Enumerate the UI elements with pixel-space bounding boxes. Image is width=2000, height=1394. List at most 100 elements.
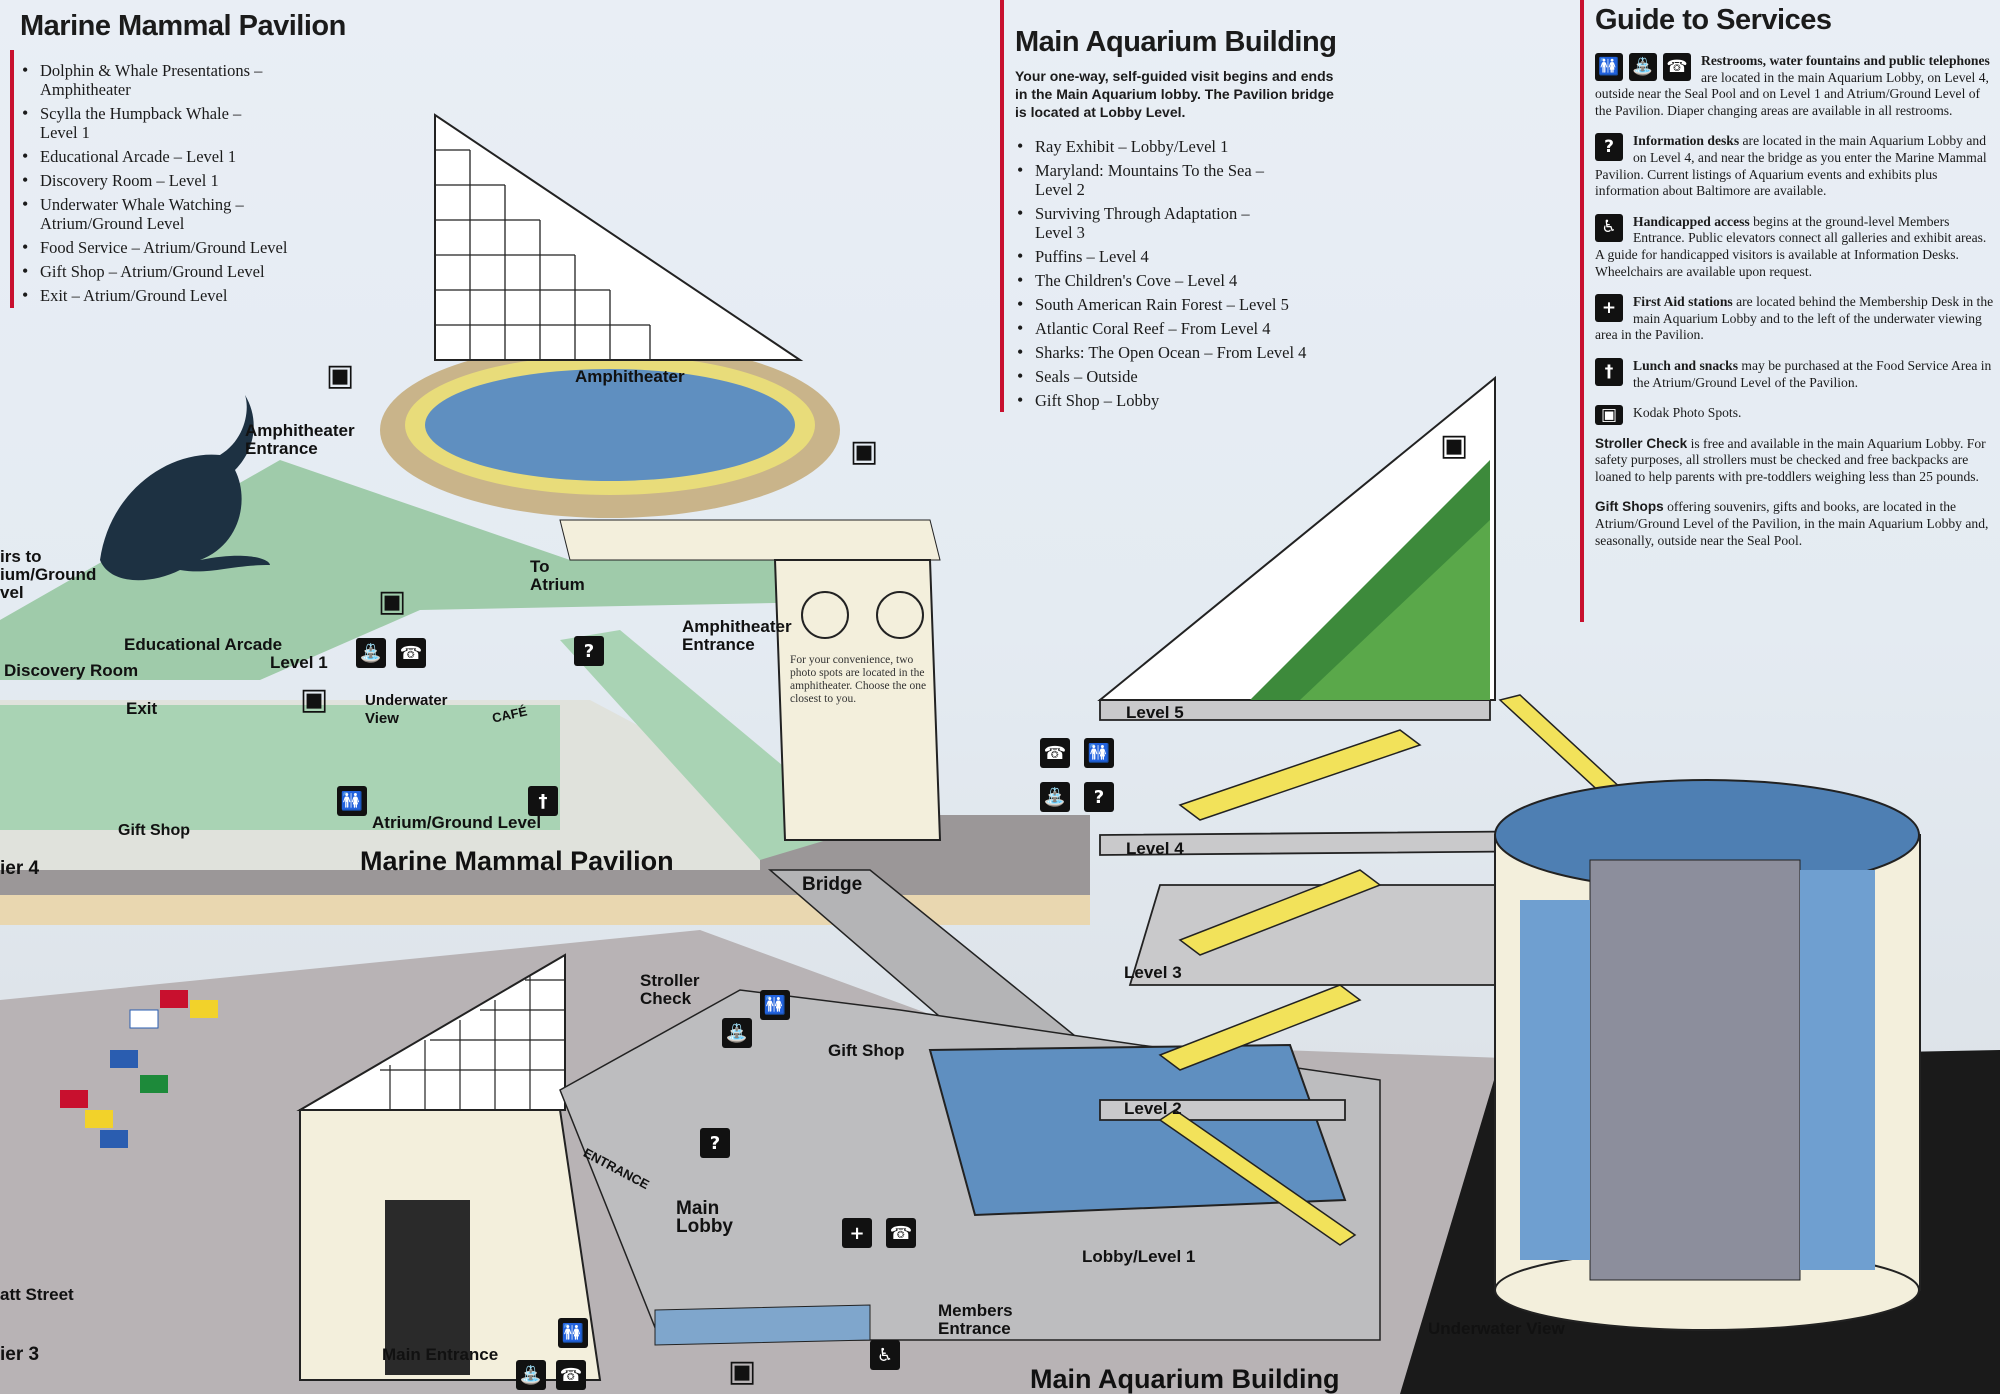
list-item: South American Rain Forest – Level 5 bbox=[1015, 295, 1345, 314]
telephone-icon: ☎ bbox=[1663, 53, 1691, 81]
label-stairs-to-atrium: irs to ium/Ground vel bbox=[0, 547, 97, 602]
service-information: ? Information desks are located in the m… bbox=[1595, 133, 1987, 199]
information-icon: ? bbox=[574, 636, 604, 666]
telephone-icon: ☎ bbox=[1040, 738, 1070, 768]
water-fountain-icon: ⛲ bbox=[516, 1360, 546, 1390]
list-item: Underwater Whale Watching –Atrium/Ground… bbox=[20, 195, 350, 233]
pavilion-skylight bbox=[434, 113, 804, 361]
label-amphitheater-entrance-right: Amphitheater Entrance bbox=[682, 617, 792, 654]
food-icon: † bbox=[528, 786, 558, 816]
label-level-2: Level 2 bbox=[1124, 1099, 1182, 1118]
label-underwater-view-main: Underwater View bbox=[1428, 1319, 1565, 1338]
list-item: Surviving Through Adaptation –Level 3 bbox=[1015, 204, 1345, 242]
label-amphitheater: Amphitheater bbox=[575, 367, 685, 386]
telephone-icon: ☎ bbox=[396, 638, 426, 668]
label-discovery-room: Discovery Room bbox=[4, 661, 139, 680]
label-lobby-level-1: Lobby/Level 1 bbox=[1082, 1247, 1196, 1266]
water-fountain-icon: ⛲ bbox=[356, 638, 386, 668]
restroom-icon: 🚻 bbox=[760, 990, 790, 1020]
services-panel-title: Guide to Services bbox=[1595, 4, 1832, 36]
main-entrance-opening bbox=[385, 1200, 470, 1375]
label-gift-shop-pavilion: Gift Shop bbox=[118, 822, 190, 839]
list-item: Sharks: The Open Ocean – From Level 4 bbox=[1015, 343, 1345, 362]
label-amphitheater-entrance-left: Amphitheater Entrance bbox=[245, 421, 355, 458]
services-panel: Guide to Services 🚻⛲☎ Restrooms, water f… bbox=[1595, 4, 1995, 563]
food-icon: † bbox=[1595, 357, 1623, 386]
service-stroller-check: Stroller Check is free and available in … bbox=[1595, 435, 1986, 484]
list-item: Atlantic Coral Reef – From Level 4 bbox=[1015, 319, 1345, 338]
information-icon: ? bbox=[1084, 782, 1114, 812]
telephone-icon: ☎ bbox=[556, 1360, 586, 1390]
main-panel-title: Main Aquarium Building bbox=[1015, 26, 1337, 58]
label-educational-arcade: Educational Arcade bbox=[124, 635, 283, 654]
label-atrium-ground-level: Atrium/Ground Level bbox=[372, 813, 542, 832]
camera-icon: ▣ bbox=[727, 1353, 757, 1389]
list-item: Scylla the Humpback Whale –Level 1 bbox=[20, 104, 350, 142]
information-icon: ? bbox=[700, 1128, 730, 1158]
label-level-3: Level 3 bbox=[1124, 963, 1182, 982]
water-fountain-icon: ⛲ bbox=[722, 1018, 752, 1048]
list-item: Discovery Room – Level 1 bbox=[20, 171, 350, 190]
label-members-entrance: Members Entrance bbox=[938, 1301, 1013, 1338]
photo-spot-note: For your convenience, two photo spots ar… bbox=[790, 654, 927, 705]
pavilion-atrium-green bbox=[0, 705, 560, 830]
label-level-1-pavilion: Level 1 bbox=[270, 653, 328, 672]
cylinder-tank bbox=[1494, 779, 1921, 1331]
label-main-entrance: Main Entrance bbox=[382, 1345, 499, 1364]
information-icon: ? bbox=[1595, 133, 1623, 162]
label-main-building: Main Aquarium Building bbox=[1030, 1364, 1340, 1394]
amphitheater-pool bbox=[425, 369, 795, 481]
camera-icon: ▣ bbox=[849, 433, 879, 469]
restroom-icon: 🚻 bbox=[1084, 738, 1114, 768]
list-item: Dolphin & Whale Presentations –Amphithea… bbox=[20, 61, 350, 99]
seal-pool bbox=[654, 1304, 871, 1346]
label-level-4: Level 4 bbox=[1126, 839, 1184, 858]
first-aid-icon: + bbox=[842, 1218, 872, 1248]
list-item: Maryland: Mountains To the Sea –Level 2 bbox=[1015, 161, 1345, 199]
service-gift-shops: Gift Shops offering souvenirs, gifts and… bbox=[1595, 499, 1989, 548]
label-pratt-street: att Street bbox=[0, 1285, 74, 1304]
water-fountain-icon: ⛲ bbox=[1040, 782, 1070, 812]
list-item: Gift Shop – Lobby bbox=[1015, 391, 1345, 410]
restroom-icon: 🚻 bbox=[558, 1318, 588, 1348]
service-food: † Lunch and snacks may be purchased at t… bbox=[1595, 357, 1995, 391]
label-pavilion-building: Marine Mammal Pavilion bbox=[360, 846, 674, 876]
main-skylight bbox=[296, 953, 566, 1111]
wheelchair-icon: ♿ bbox=[1595, 213, 1623, 242]
main-panel-intro: Your one-way, self-guided visit begins a… bbox=[1015, 68, 1334, 120]
list-item: Ray Exhibit – Lobby/Level 1 bbox=[1015, 137, 1345, 156]
service-photo-spots: ▣ Kodak Photo Spots. bbox=[1595, 405, 1995, 426]
list-item: The Children's Cove – Level 4 bbox=[1015, 271, 1345, 290]
label-to-atrium: To Atrium bbox=[530, 557, 585, 594]
camera-icon: ▣ bbox=[1595, 405, 1623, 426]
label-main-lobby: Main Lobby bbox=[676, 1198, 733, 1237]
label-stroller-check: Stroller Check bbox=[640, 971, 700, 1008]
label-pier-4: ier 4 bbox=[0, 858, 40, 879]
service-restrooms: 🚻⛲☎ Restrooms, water fountains and publi… bbox=[1595, 53, 1990, 118]
service-handicapped: ♿ Handicapped access begins at the groun… bbox=[1595, 213, 1987, 279]
label-bridge: Bridge bbox=[802, 874, 863, 895]
pavilion-exhibit-list: Dolphin & Whale Presentations –Amphithea… bbox=[20, 61, 350, 305]
services-panel-bar bbox=[1580, 0, 1584, 622]
label-pier-3: ier 3 bbox=[0, 1344, 40, 1365]
list-item: Educational Arcade – Level 1 bbox=[20, 147, 350, 166]
service-first-aid: + First Aid stations are located behind … bbox=[1595, 294, 1994, 343]
amphitheater-wall bbox=[559, 519, 941, 561]
pavilion-panel: Marine Mammal Pavilion Dolphin & Whale P… bbox=[20, 10, 350, 310]
camera-icon: ▣ bbox=[377, 583, 407, 619]
first-aid-icon: + bbox=[1595, 294, 1623, 323]
main-exhibit-list: Ray Exhibit – Lobby/Level 1 Maryland: Mo… bbox=[1015, 137, 1345, 410]
pavilion-panel-bar bbox=[10, 50, 14, 308]
rainforest-pyramid bbox=[1097, 375, 1496, 701]
list-item: Gift Shop – Atrium/Ground Level bbox=[20, 262, 350, 281]
camera-icon: ▣ bbox=[325, 357, 355, 393]
telephone-icon: ☎ bbox=[886, 1218, 916, 1248]
water-fountain-icon: ⛲ bbox=[1629, 53, 1657, 81]
pavilion-panel-title: Marine Mammal Pavilion bbox=[20, 10, 346, 42]
main-panel: Main Aquarium Building Your one-way, sel… bbox=[1015, 26, 1345, 415]
label-gift-shop-main: Gift Shop bbox=[828, 1041, 905, 1060]
label-exit: Exit bbox=[126, 699, 158, 718]
label-underwater-view-pavilion: Underwater View bbox=[365, 692, 448, 727]
camera-icon: ▣ bbox=[1439, 427, 1469, 463]
